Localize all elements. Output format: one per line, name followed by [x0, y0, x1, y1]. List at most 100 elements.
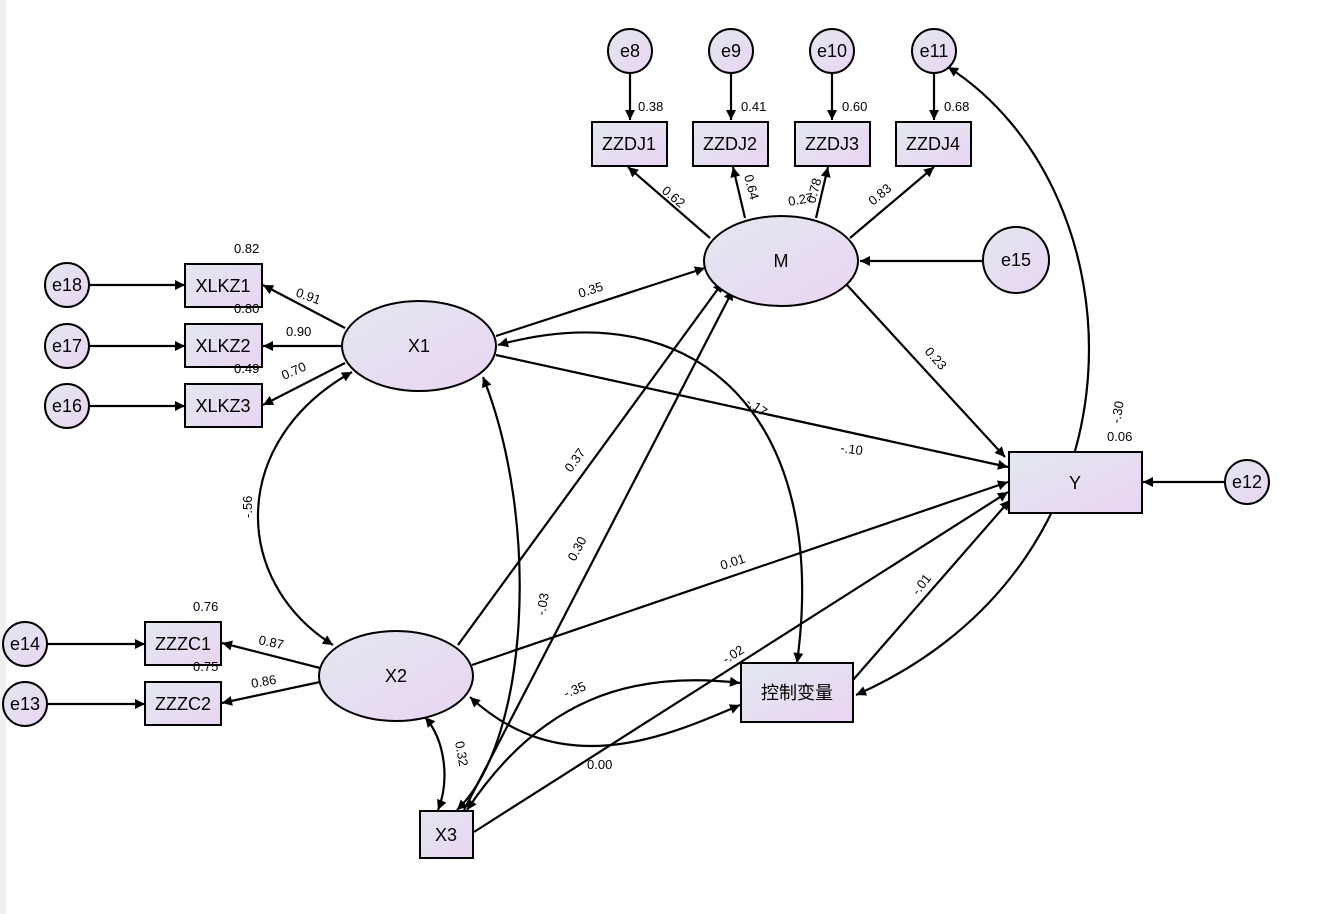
- edge-m-zzdj4: [849, 166, 935, 239]
- node-e14[interactable]: e14: [2, 621, 48, 667]
- svg-text:XLKZ2: XLKZ2: [195, 336, 250, 356]
- node-e13[interactable]: e13: [2, 681, 48, 727]
- svg-text:e18: e18: [52, 275, 82, 295]
- node-x1[interactable]: X1: [341, 300, 497, 392]
- loading-x1-xlkz2: 0.90: [286, 324, 311, 339]
- svg-text:ZZZC1: ZZZC1: [155, 634, 211, 654]
- r2-y: 0.06: [1107, 429, 1132, 444]
- svg-text:X3: X3: [435, 825, 457, 845]
- svg-text:X2: X2: [385, 666, 407, 686]
- path-m-y: [846, 284, 1006, 458]
- svg-text:ZZDJ1: ZZDJ1: [602, 134, 656, 154]
- svg-text:X1: X1: [408, 336, 430, 356]
- node-e17[interactable]: e17: [44, 323, 90, 369]
- node-e18[interactable]: e18: [44, 262, 90, 308]
- loading-m-zzdj3: 0.78: [803, 176, 824, 204]
- coef-ctrl-y: -.01: [909, 571, 935, 598]
- r2-zzzc2: 0.75: [193, 659, 218, 674]
- node-e16[interactable]: e16: [44, 383, 90, 429]
- r2-zzdj3: 0.60: [842, 99, 867, 114]
- svg-text:ZZDJ4: ZZDJ4: [906, 134, 960, 154]
- loading-m-zzdj1: 0.62: [659, 183, 688, 211]
- cov-label-x1-x2: -.56: [240, 496, 255, 518]
- cov-label-x2-x3: 0.32: [452, 740, 471, 768]
- svg-text:e11: e11: [920, 41, 949, 61]
- r2-xlkz3: 0.49: [234, 361, 259, 376]
- node-e11[interactable]: e11: [911, 28, 957, 74]
- svg-text:e14: e14: [10, 634, 40, 654]
- node-zzdj2[interactable]: ZZDJ2: [692, 121, 769, 167]
- cov-label-x1-x3: -.03: [533, 592, 552, 617]
- svg-text:e8: e8: [620, 41, 640, 61]
- node-e12[interactable]: e12: [1224, 459, 1270, 505]
- svg-text:ZZDJ3: ZZDJ3: [805, 134, 859, 154]
- node-e10[interactable]: e10: [809, 28, 855, 74]
- r2-zzdj4: 0.68: [944, 99, 969, 114]
- svg-text:Y: Y: [1069, 473, 1081, 493]
- r2-zzzc1: 0.76: [193, 599, 218, 614]
- node-m[interactable]: M: [703, 215, 859, 307]
- svg-text:e15: e15: [1001, 250, 1031, 270]
- cov-label-overlap: 0.27: [787, 190, 815, 209]
- svg-text:XLKZ1: XLKZ1: [195, 276, 250, 296]
- node-control-variables[interactable]: 控制变量: [740, 662, 854, 723]
- cov-x3-ctrl: [466, 676, 741, 811]
- node-e9[interactable]: e9: [708, 28, 754, 74]
- loading-m-zzdj2: 0.64: [741, 173, 762, 201]
- svg-text:XLKZ3: XLKZ3: [195, 396, 250, 416]
- r2-zzdj1: 0.38: [638, 99, 663, 114]
- svg-text:e10: e10: [817, 41, 847, 61]
- node-zzdj1[interactable]: ZZDJ1: [591, 121, 668, 167]
- node-xlkz2[interactable]: XLKZ2: [184, 323, 263, 368]
- cov-label-x1-ctrl: -.17: [743, 394, 770, 419]
- node-y[interactable]: Y: [1008, 451, 1143, 514]
- node-xlkz3[interactable]: XLKZ3: [184, 383, 263, 428]
- edge-m-zzdj1: [627, 166, 711, 239]
- loading-x1-xlkz3: 0.70: [279, 359, 308, 383]
- svg-text:e16: e16: [52, 396, 82, 416]
- node-zzzc1[interactable]: ZZZC1: [144, 621, 222, 666]
- node-e8[interactable]: e8: [607, 28, 653, 74]
- cov-x2-x3: [424, 716, 447, 811]
- left-panel-edge: [0, 0, 6, 914]
- loading-x2-zzzc1: 0.87: [257, 632, 285, 652]
- coef-m-y: 0.23: [922, 344, 950, 373]
- svg-text:e12: e12: [1232, 472, 1262, 492]
- edge-x2-zzzc2: [221, 680, 321, 706]
- edge-m-zzdj3: [814, 166, 831, 219]
- node-zzdj3[interactable]: ZZDJ3: [794, 121, 871, 167]
- node-xlkz1[interactable]: XLKZ1: [184, 263, 263, 308]
- edge-m-zzdj2: [730, 166, 747, 219]
- node-x3[interactable]: X3: [419, 810, 474, 859]
- cov-x1-x2: [256, 371, 353, 646]
- svg-text:e9: e9: [721, 41, 741, 61]
- path-x2-y: [471, 480, 1009, 667]
- coef-x3-m: 0.30: [564, 534, 589, 563]
- coef-x1-y: -.10: [840, 440, 864, 458]
- path-x1-m: [495, 266, 706, 338]
- svg-text:控制变量: 控制变量: [761, 683, 833, 703]
- r2-zzdj2: 0.41: [741, 99, 766, 114]
- svg-text:M: M: [774, 251, 789, 271]
- svg-text:e17: e17: [52, 336, 82, 356]
- r2-xlkz1: 0.82: [234, 241, 259, 256]
- node-zzzc2[interactable]: ZZZC2: [144, 681, 222, 726]
- r2-xlkz2: 0.80: [234, 301, 259, 316]
- edges: [47, 66, 1225, 833]
- nodes: ZZDJ1 ZZDJ2 ZZDJ3 ZZDJ4 XLKZ1 XLKZ2 XLKZ…: [2, 28, 1270, 859]
- svg-text:ZZDJ2: ZZDJ2: [703, 134, 757, 154]
- edge-x1-xlkz1: [262, 284, 346, 329]
- edge-x1-xlkz3: [262, 362, 346, 406]
- svg-text:ZZZC2: ZZZC2: [155, 694, 211, 714]
- node-zzdj4[interactable]: ZZDJ4: [895, 121, 972, 167]
- edge-x2-zzzc1: [221, 640, 321, 670]
- cov-label-e11-ctrl: -.30: [1108, 400, 1127, 425]
- svg-text:e13: e13: [10, 694, 40, 714]
- coef-x1-m: 0.35: [576, 279, 605, 301]
- cov-e11-ctrl: [855, 66, 1090, 697]
- path-x3-m: [463, 289, 734, 811]
- node-e15[interactable]: e15: [982, 226, 1050, 294]
- node-x2[interactable]: X2: [318, 630, 474, 722]
- cov-label-x2-ctrl: -.35: [562, 678, 588, 700]
